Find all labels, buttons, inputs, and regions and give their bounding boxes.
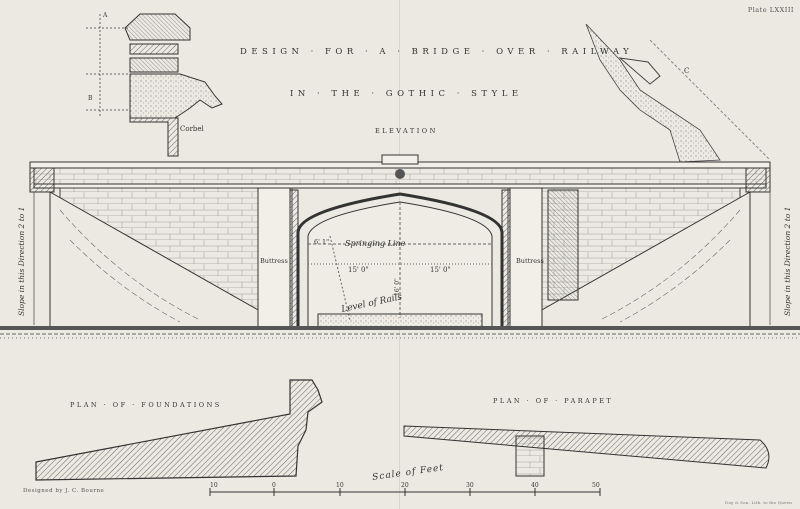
title-line-2: IN · THE · GOTHIC · STYLE <box>290 89 523 99</box>
scale-tick-0: 10 <box>210 482 218 489</box>
scale-tick-1: 0 <box>272 482 276 489</box>
scale-tick-6: 50 <box>592 482 600 489</box>
parapet <box>29 154 771 193</box>
buttress-right-label: Buttress <box>516 257 544 265</box>
scale-tick-2: 10 <box>336 482 344 489</box>
engraver-imprint: Day & Son, Lith. to the Queen <box>725 500 792 505</box>
dim-a-label: A <box>102 12 108 19</box>
scale-tick-3: 20 <box>401 482 409 489</box>
dim-right-span-label: 15' 0" <box>430 266 451 274</box>
right-buttress <box>509 187 543 329</box>
designed-by: Designed by J. C. Bourne <box>23 488 105 494</box>
dim-c-label: C <box>684 67 689 75</box>
scale-tick-4: 30 <box>466 482 474 489</box>
slope-right-label: Slope in this Direction 2 to 1 <box>783 207 792 316</box>
dim-left-span-label: 15' 0" <box>348 266 369 274</box>
dim-height-label: 16' 0" <box>394 278 401 296</box>
corbel-detail <box>86 13 223 157</box>
plan-foundations-label: PLAN · OF · FOUNDATIONS <box>70 401 222 409</box>
left-buttress <box>257 187 291 329</box>
title-line-1: DESIGN · FOR · A · BRIDGE · OVER · RAILW… <box>240 47 634 57</box>
dim-rise-label: 6' 1" <box>314 238 329 246</box>
plan-foundations-shape <box>35 379 323 481</box>
dim-b-label: B <box>88 95 93 102</box>
scale-tick-5: 40 <box>531 482 539 489</box>
scale-bar <box>209 488 601 496</box>
plate-number: Plate LXXIII <box>747 6 794 14</box>
corbel-label: Corbel <box>180 125 205 133</box>
springing-line-label: Springing Line <box>345 239 406 248</box>
plan-parapet-shape <box>403 425 770 469</box>
plan-parapet-label: PLAN · OF · PARAPET <box>493 397 614 405</box>
elevation-label: ELEVATION <box>375 127 438 135</box>
corbel-section-right <box>585 23 771 163</box>
ground-line <box>0 326 800 339</box>
buttress-left-label: Buttress <box>260 257 288 265</box>
slope-left-label: Slope in this Direction 2 to 1 <box>17 207 26 316</box>
gothic-arch <box>296 192 504 329</box>
